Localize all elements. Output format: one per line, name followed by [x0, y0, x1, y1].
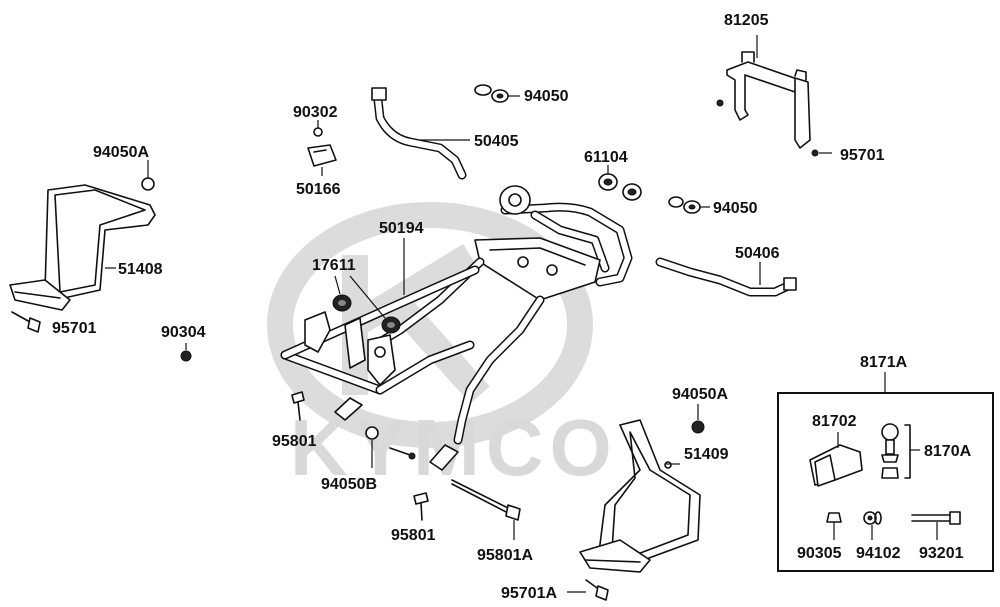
part-label-94050A-left: 94050A: [93, 144, 149, 161]
part-label-90302: 90302: [293, 104, 338, 121]
nut-94050A-left-drawing: [141, 160, 155, 191]
hitch-81702-drawing: [809, 432, 863, 487]
nut-90304-drawing: [180, 343, 192, 362]
part-label-94050-top: 94050: [524, 88, 569, 105]
part-label-81702: 81702: [812, 413, 857, 430]
part-label-94102: 94102: [856, 545, 901, 562]
bolt-95801A-drawing: [451, 479, 521, 540]
bushing-17611-drawing: [332, 275, 401, 334]
pipe-50405-drawing: [371, 87, 470, 180]
nut-94050-mid-drawing: [668, 196, 710, 214]
bolt-95801-left-drawing: [291, 391, 305, 421]
bracket-51409-drawing: [579, 419, 701, 573]
part-label-50194: 50194: [379, 220, 424, 237]
part-label-95701-left: 95701: [52, 320, 97, 337]
part-label-95801A: 95801A: [477, 547, 533, 564]
part-label-90304: 90304: [161, 324, 206, 341]
nut-94050A-right-drawing: [691, 404, 705, 434]
part-label-95801-left: 95801: [272, 433, 317, 450]
part-label-95801-mid: 95801: [391, 527, 436, 544]
part-label-90305: 90305: [797, 545, 842, 562]
bolt-95701A-drawing: [585, 579, 609, 601]
nut-94050-top-drawing: [474, 84, 520, 103]
pipe-50406-drawing: [655, 257, 797, 297]
bolt-95701-right-drawing: [811, 149, 832, 157]
part-label-50166: 50166: [296, 181, 341, 198]
part-label-94050B: 94050B: [321, 476, 377, 493]
bolt-93201-drawing: [911, 511, 961, 540]
part-label-94050-mid: 94050: [713, 200, 758, 217]
part-label-51408: 51408: [118, 261, 163, 278]
bolt-95701-left-drawing: [11, 311, 41, 333]
part-label-8170A: 8170A: [924, 443, 972, 460]
ball-8170A-drawing: [881, 423, 920, 479]
part-label-51409: 51409: [684, 446, 729, 463]
nut-90305-drawing: [826, 512, 842, 540]
part-label-95701-right: 95701: [840, 147, 885, 164]
bolt-90302-clip-50166-drawing: [307, 120, 337, 176]
bracket-51408-drawing: [9, 184, 156, 311]
bracket-81205-drawing: [716, 35, 811, 149]
part-label-95701A: 95701A: [501, 585, 557, 602]
part-label-81205: 81205: [724, 12, 769, 29]
nut-94050B-drawing: [365, 426, 416, 468]
part-label-50406: 50406: [735, 245, 780, 262]
washer-94102-drawing: [863, 511, 882, 540]
bolt-95801-mid-drawing: [413, 492, 429, 521]
part-label-61104: 61104: [584, 149, 628, 166]
part-label-17611: 17611: [312, 257, 356, 274]
part-label-50405: 50405: [474, 133, 519, 150]
frame-50194-drawing: [280, 185, 633, 471]
part-label-93201: 93201: [919, 545, 964, 562]
grommet-61104-drawing: [598, 165, 642, 201]
part-label-8171A: 8171A: [860, 354, 908, 371]
part-label-94050A-right: 94050A: [672, 386, 728, 403]
